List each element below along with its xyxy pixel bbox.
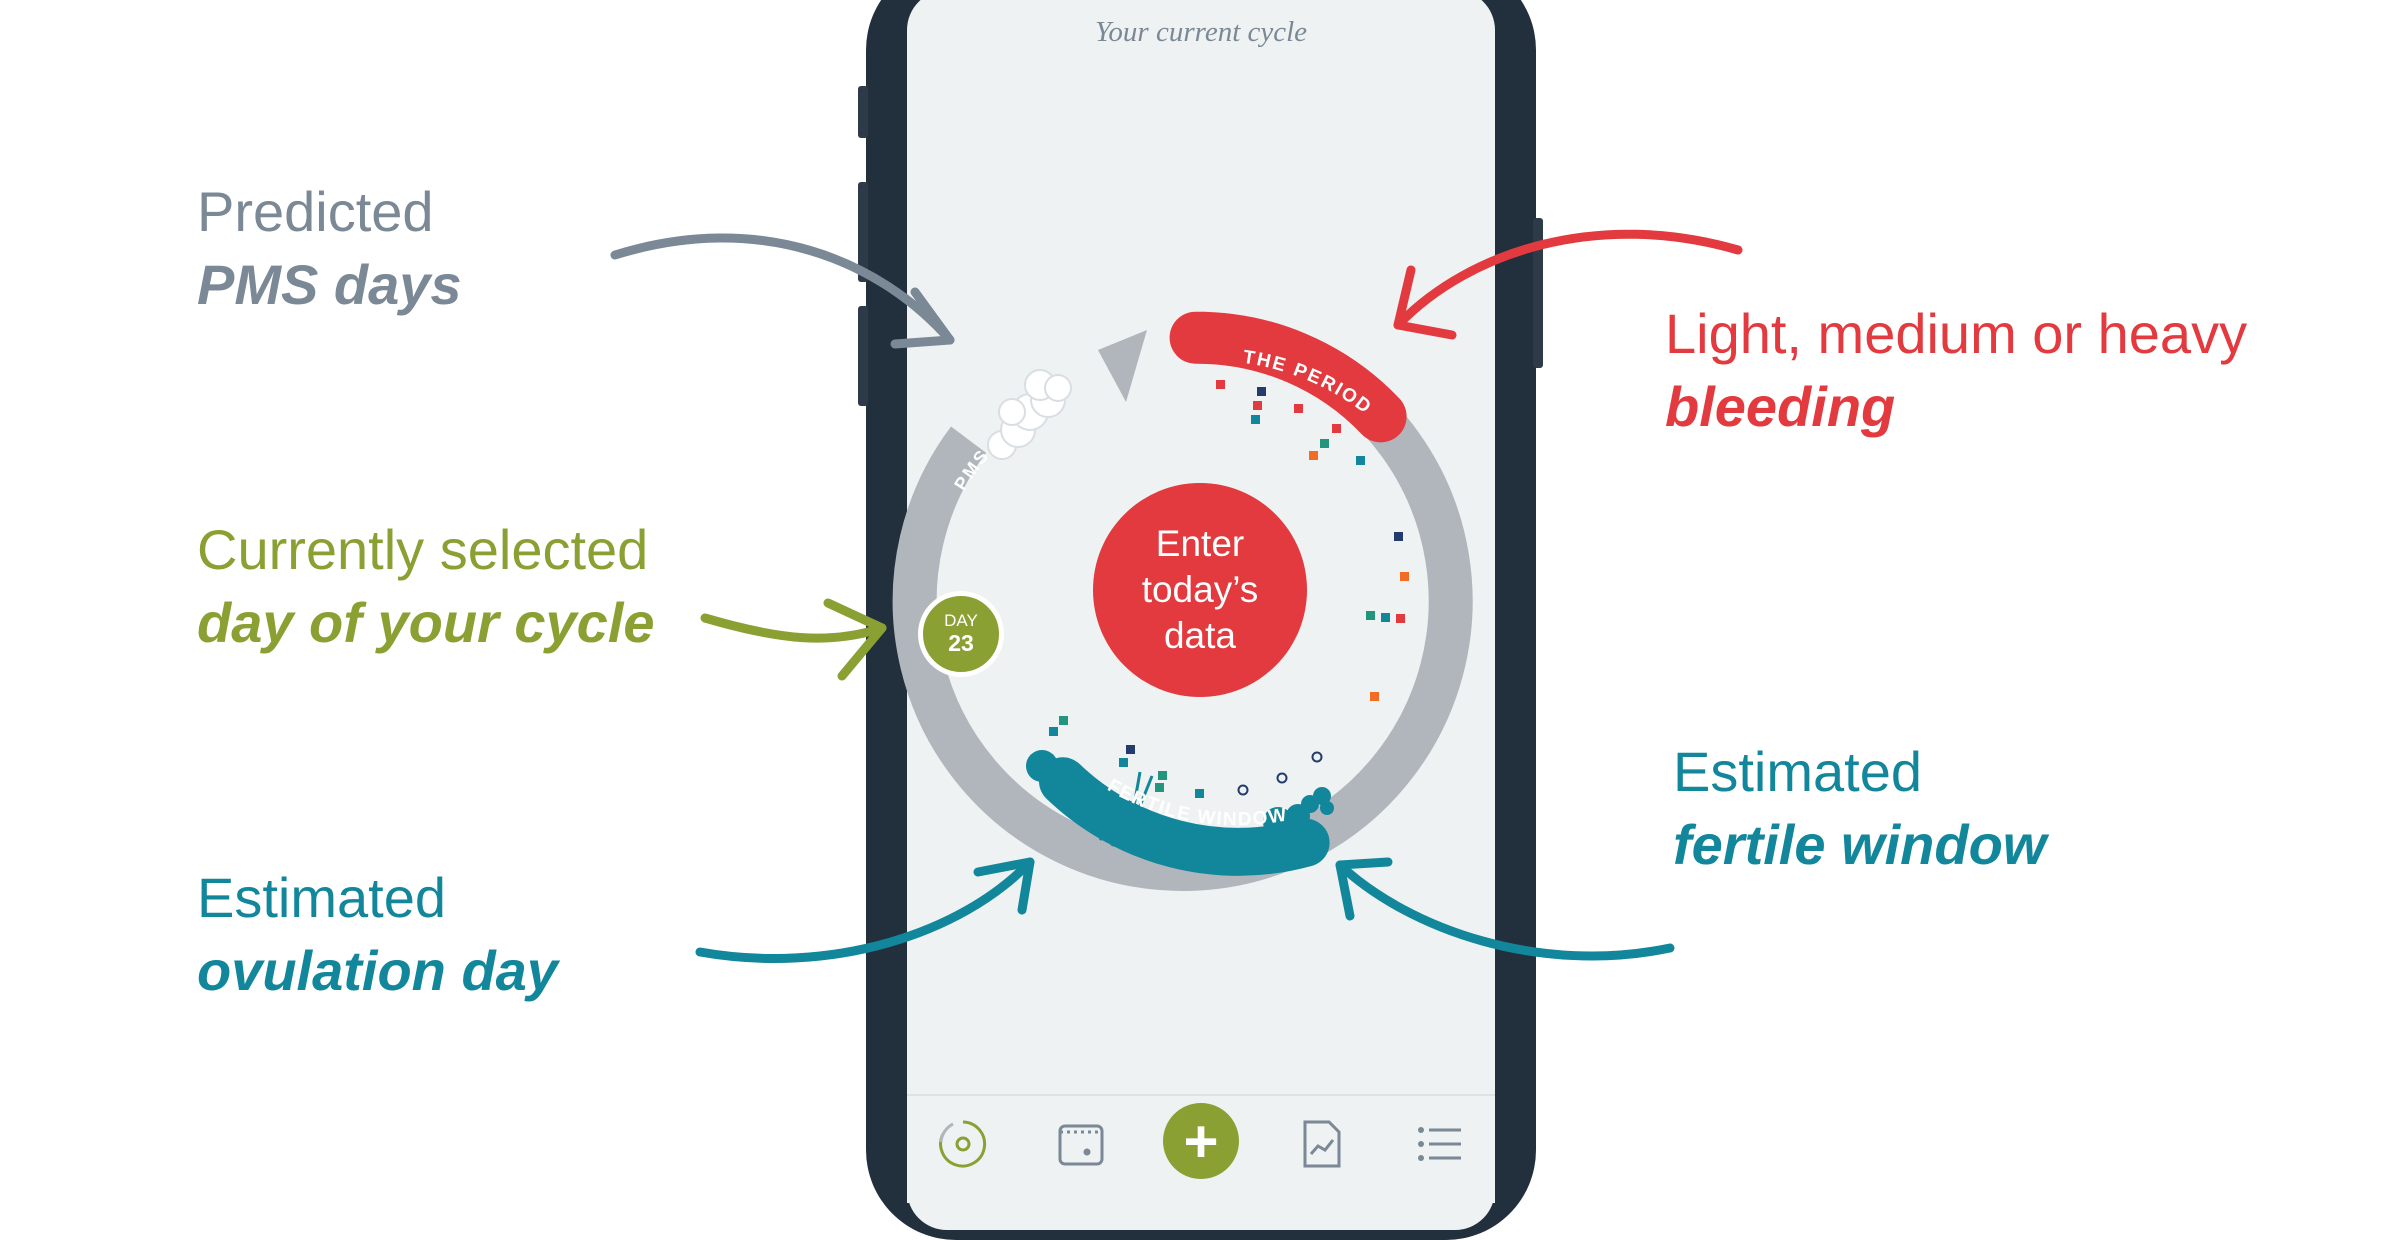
volume-button-top — [858, 86, 868, 138]
ovulation-pointer-arrow — [695, 857, 1035, 963]
bleeding-pointer-arrow — [1393, 229, 1743, 340]
power-button — [1533, 218, 1543, 368]
pms-pointer-arrow — [610, 233, 955, 349]
callout-fertile-line1: Estimated — [1673, 740, 1922, 803]
calendar-icon — [1058, 1124, 1104, 1166]
callout-pms-line2: PMS days — [197, 252, 462, 316]
add-icon: + — [1183, 1107, 1219, 1175]
tab-list[interactable] — [1411, 1116, 1467, 1172]
enter-button-line3: data — [1163, 615, 1236, 656]
enter-button-line1: Enter — [1155, 523, 1245, 564]
callout-pms-line1: Predicted — [197, 180, 434, 243]
screen-title: Your current cycle — [1094, 16, 1308, 48]
pms-cloud-icon — [987, 369, 1072, 460]
callout-ovulation-line2: ovulation day — [197, 938, 558, 1002]
callout-selected-day: Currently selected day of your cycle — [197, 514, 655, 660]
selected-day-pointer-arrow — [700, 598, 887, 681]
data-markers — [1049, 380, 1409, 798]
enter-todays-data-button[interactable]: Enter today’s data — [1093, 483, 1307, 697]
tab-report[interactable] — [1293, 1116, 1349, 1172]
fertile-window-dots — [1026, 750, 1334, 837]
cycle-icon — [939, 1120, 987, 1168]
fertile-pointer-arrow — [1335, 857, 1675, 961]
cycle-arrow-head — [1098, 330, 1147, 402]
report-icon — [1303, 1120, 1341, 1168]
selected-day-label: DAY — [944, 611, 978, 630]
callout-fertile-line2: fertile window — [1673, 812, 2047, 876]
callout-fertile: Estimated fertile window — [1673, 736, 2046, 882]
callout-ovulation-line1: Estimated — [197, 866, 446, 929]
enter-button-line2: today’s — [1141, 569, 1259, 610]
callout-pms: Predicted PMS days — [197, 176, 462, 322]
callout-bleeding: Light, medium or heavy bleeding — [1665, 298, 2247, 444]
add-button[interactable]: + — [1163, 1103, 1239, 1179]
tab-cycle[interactable] — [935, 1116, 991, 1172]
list-icon — [1418, 1127, 1461, 1161]
callout-bleeding-line2: bleeding — [1665, 374, 1896, 438]
callout-selected-day-line1: Currently selected — [197, 518, 649, 581]
selected-day-badge[interactable]: DAY 23 — [918, 591, 1004, 677]
period-arc[interactable] — [1169, 311, 1407, 443]
cycle-diagram: THE PERIOD PMS FERTILE WINDOW — [610, 229, 1743, 963]
callout-bleeding-line1: Light, medium or heavy — [1665, 302, 2248, 365]
volume-button-bottom — [858, 306, 868, 406]
volume-button-middle — [858, 182, 868, 282]
callout-ovulation: Estimated ovulation day — [197, 862, 558, 1008]
tab-calendar[interactable] — [1053, 1116, 1109, 1172]
callout-selected-day-line2: day of your cycle — [197, 590, 655, 654]
fertile-window-arc[interactable] — [1039, 757, 1330, 876]
selected-day-number: 23 — [948, 630, 974, 656]
ovulation-burst-icon — [1081, 771, 1154, 852]
